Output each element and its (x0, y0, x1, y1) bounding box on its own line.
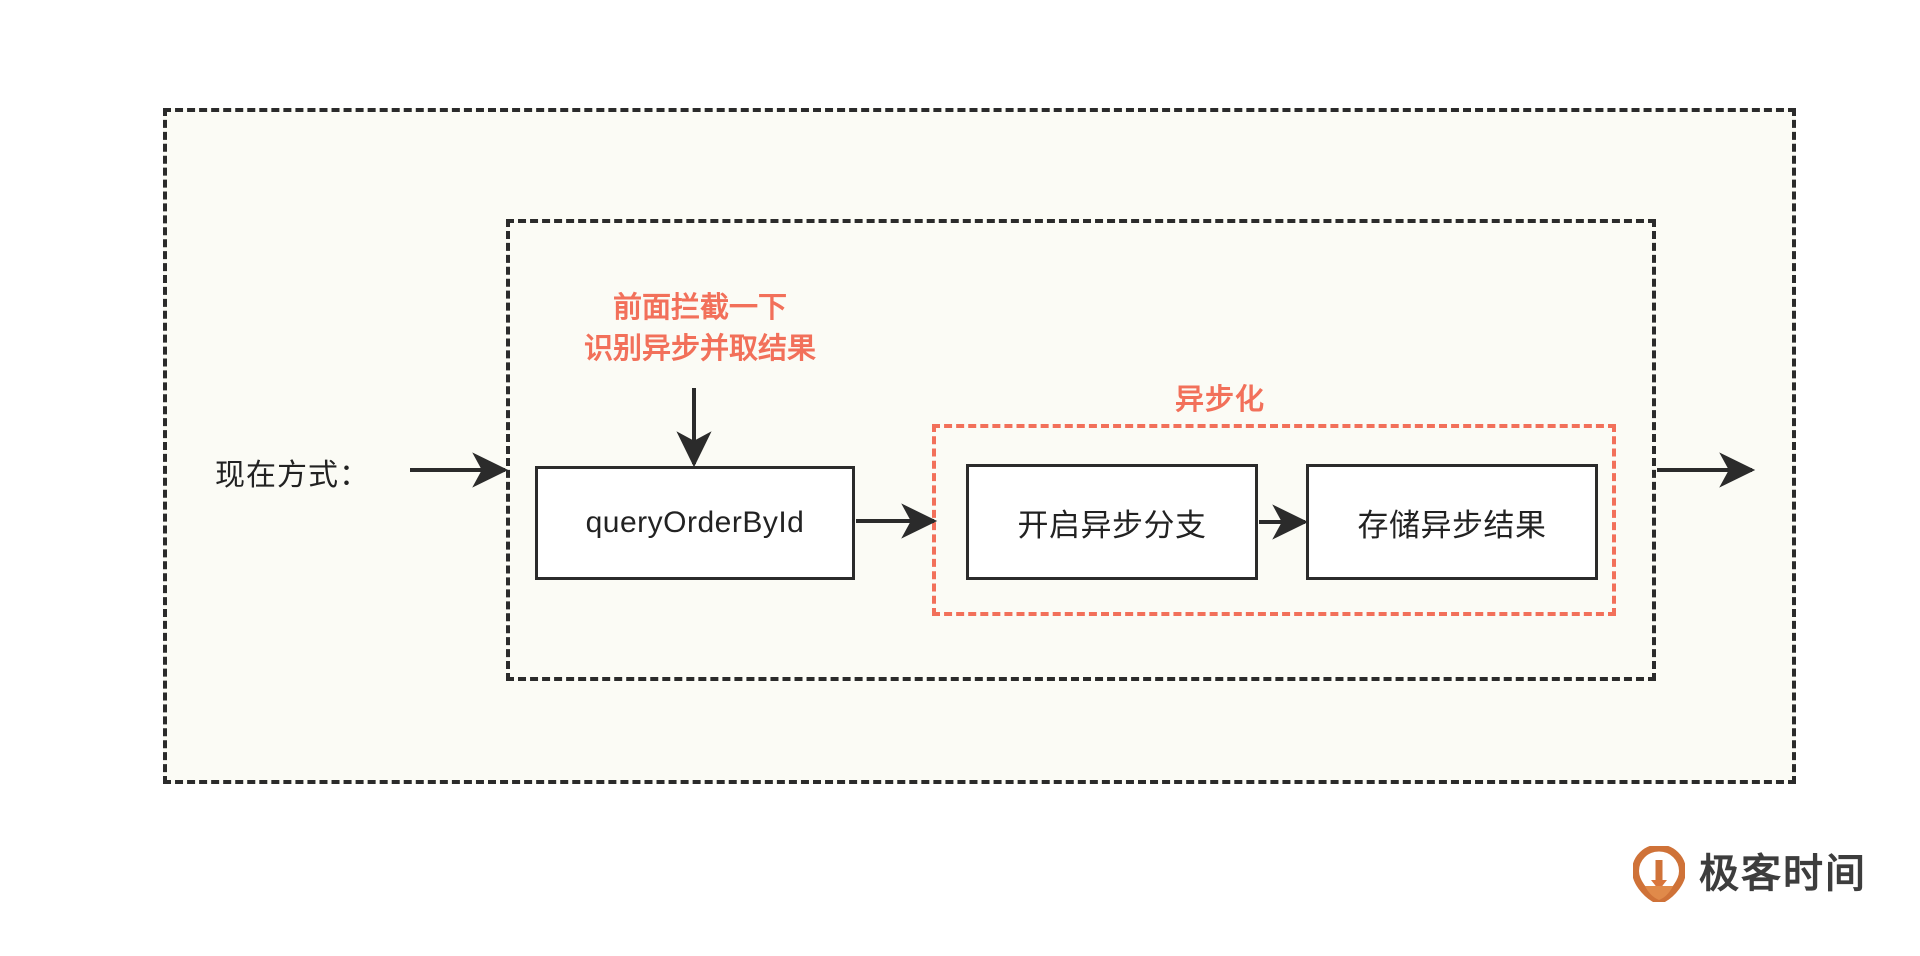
annotation-text: 前面拦截一下 识别异步并取结果 (560, 288, 840, 370)
node-store-async-result-label: 存储异步结果 (1357, 507, 1547, 543)
annotation-line-1: 前面拦截一下 (612, 292, 787, 324)
inner-dashed-region (506, 219, 1656, 681)
brand-logo: 极客时间 (1633, 846, 1867, 902)
node-start-async-branch[interactable]: 开启异步分支 (966, 464, 1258, 580)
async-region-label: 异步化 (1175, 384, 1266, 416)
left-label: 现在方式： (215, 459, 370, 492)
geekbang-pin-icon (1633, 846, 1685, 902)
node-query-order-by-id-label: queryOrderById (585, 506, 805, 539)
node-start-async-branch-label: 开启异步分支 (1017, 507, 1207, 543)
node-query-order-by-id[interactable]: queryOrderById (535, 466, 855, 580)
annotation-line-2: 识别异步并取结果 (583, 333, 816, 366)
brand-logo-text: 极客时间 (1699, 852, 1867, 896)
node-store-async-result[interactable]: 存储异步结果 (1306, 464, 1598, 580)
